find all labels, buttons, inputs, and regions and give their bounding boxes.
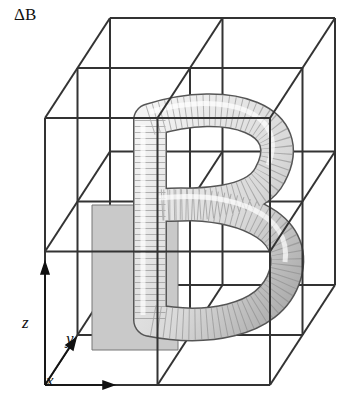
cube-grid <box>45 18 335 385</box>
axis-label: z <box>22 314 29 331</box>
axis-label: y <box>66 330 74 347</box>
b-shaped-tube <box>143 104 287 325</box>
axis-label: x <box>46 372 54 389</box>
grid-line <box>270 18 335 118</box>
grid-line <box>302 68 304 335</box>
axis-arrows <box>41 262 114 389</box>
grid-line <box>158 18 223 118</box>
cube-grid <box>45 18 335 385</box>
grid-line <box>157 118 159 385</box>
figure-label: ΔB <box>14 6 36 23</box>
grid-line <box>45 18 110 118</box>
grid-line <box>334 18 336 285</box>
